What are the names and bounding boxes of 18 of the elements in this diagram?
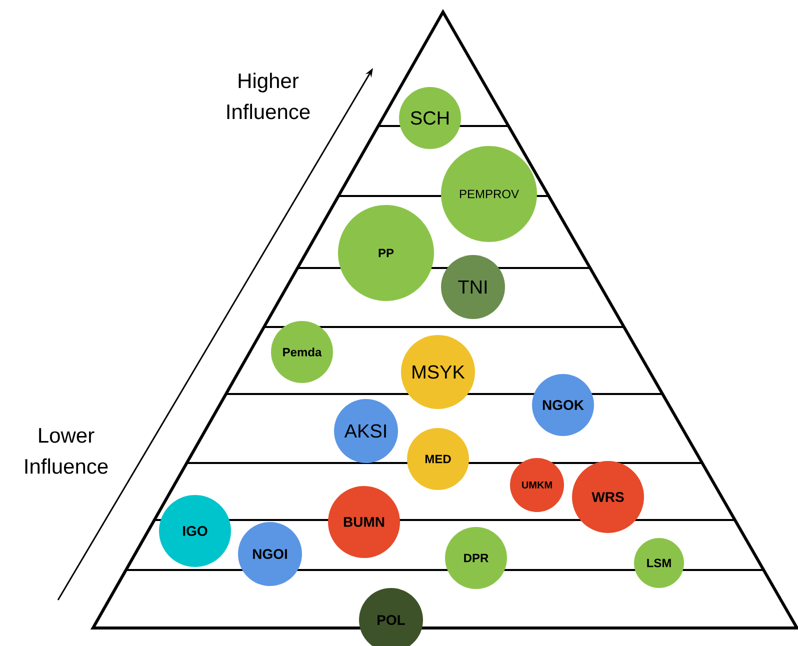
circle-node: PEMPROV (441, 146, 537, 242)
circle-node: SCH (399, 87, 461, 149)
circle-node: TNI (441, 255, 505, 319)
axis-label: Lower Influence (25, 428, 108, 474)
circle-node: LSM (634, 538, 684, 588)
circle-node: AKSI (334, 399, 398, 463)
circle-node: UMKM (510, 458, 564, 512)
circle-node: NGOI (238, 522, 302, 586)
circle-node: WRS (572, 461, 644, 533)
circle-node: BUMN (328, 486, 400, 558)
circle-node: NGOK (532, 374, 594, 436)
circle-node: Pemda (271, 321, 333, 383)
circle-node: DPR (445, 527, 507, 589)
circle-node: PP (338, 205, 434, 301)
axis-label: Higher Influence (227, 72, 310, 120)
circle-node: IGO (159, 495, 231, 567)
circle-node: MSYK (401, 335, 475, 409)
circle-node: MED (407, 428, 469, 490)
